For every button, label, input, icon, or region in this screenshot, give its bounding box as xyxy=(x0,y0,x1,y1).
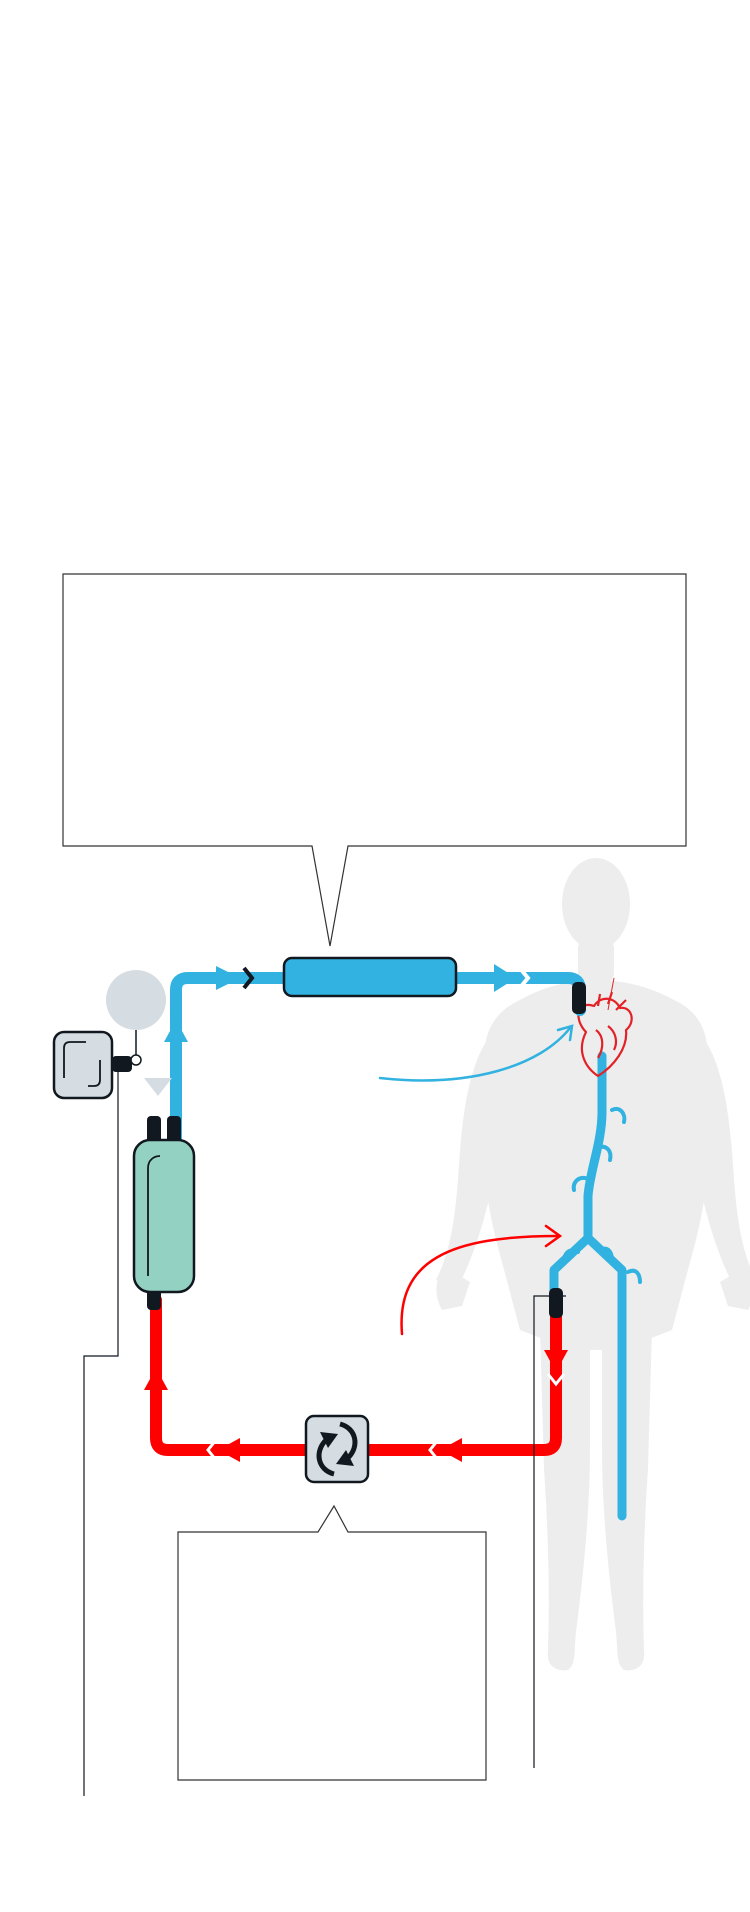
arrow-right-icon xyxy=(216,966,240,990)
rotary-pump-icon xyxy=(304,1414,370,1484)
oxygenator-inlet-connector xyxy=(147,1116,161,1144)
heat-exchanger-icon xyxy=(282,956,458,998)
oxygenator-icon xyxy=(132,1138,196,1294)
arrow-tail-icon xyxy=(428,1439,440,1461)
oxygenator-inlet-connector xyxy=(167,1116,181,1144)
arrow-tail-icon xyxy=(516,964,531,992)
bottom-callout xyxy=(177,1504,487,1781)
red-pointer-arrow xyxy=(400,1234,560,1336)
arrow-right-icon xyxy=(494,964,516,992)
arterial-cannula-connector xyxy=(572,982,586,1014)
arrow-left-icon xyxy=(440,1438,462,1462)
arrow-tail-icon xyxy=(546,1373,566,1387)
arrow-down-icon xyxy=(544,1350,568,1372)
sensor-circle-icon xyxy=(106,970,166,1066)
blue-pointer-arrow xyxy=(378,1026,572,1082)
arrow-up-icon xyxy=(144,1368,168,1390)
top-callout xyxy=(62,573,687,947)
gas-blender-icon xyxy=(52,1030,114,1100)
arrow-up-icon xyxy=(164,1020,188,1042)
blender-leader-line xyxy=(83,1070,119,1796)
arrow-tail-icon xyxy=(242,966,255,990)
venous-cannula-connector xyxy=(549,1288,563,1318)
heart-icon xyxy=(577,977,633,1078)
blender-connector xyxy=(112,1056,132,1072)
leader-lines xyxy=(83,1070,566,1796)
pointer-arrows xyxy=(378,1024,574,1336)
body-silhouette-icon xyxy=(436,858,750,1671)
arrow-down-icon xyxy=(144,1078,172,1096)
cannula-leader-line xyxy=(533,1295,566,1768)
arrow-tail-icon xyxy=(206,1439,218,1461)
flow-arrows xyxy=(144,964,568,1462)
arrow-left-icon xyxy=(218,1438,240,1462)
